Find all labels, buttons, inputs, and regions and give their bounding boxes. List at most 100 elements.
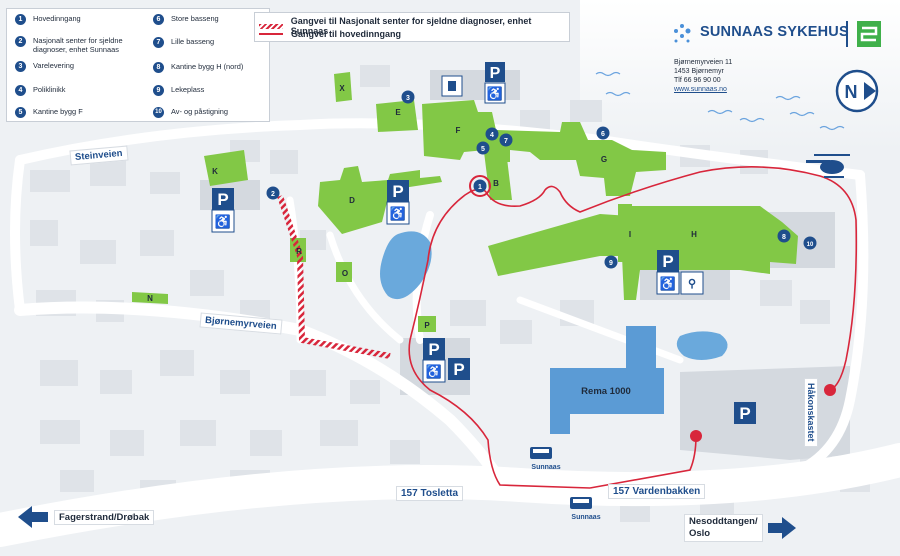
- legend-label-1: Hovedinngang: [33, 14, 81, 23]
- direction-east-label: Nesoddtangen/ Oslo: [684, 514, 763, 542]
- hospital-buildings: [132, 72, 798, 332]
- svg-text:P: P: [428, 340, 439, 359]
- svg-text:♿: ♿: [215, 214, 231, 229]
- legend-num-2: 2: [15, 36, 26, 47]
- address-postal: 1453 Bjørnemyr: [674, 68, 724, 75]
- route-legend: Gangvei til Nasjonalt senter for sjeldne…: [254, 12, 570, 42]
- svg-text:♿: ♿: [487, 86, 503, 101]
- legend-num-6: 6: [153, 14, 164, 25]
- logo-dots-icon: [674, 24, 691, 43]
- arrow-west-icon: [18, 506, 48, 528]
- direction-east-line1: Nesoddtangen/: [689, 516, 758, 527]
- marker-6: 6: [601, 131, 605, 138]
- building-N: N: [147, 294, 153, 303]
- marker-3: 3: [406, 95, 410, 102]
- legend-num-1: 1: [15, 14, 26, 25]
- logo-mark-icon: [846, 21, 881, 47]
- building-X: X: [339, 84, 345, 93]
- building-H: H: [691, 230, 697, 239]
- legend-num-3: 3: [15, 61, 26, 72]
- building-P: P: [424, 321, 430, 330]
- legend-num-7: 7: [153, 37, 164, 48]
- route-legend-hatched: Gangvei til Nasjonalt senter for sjeldne…: [259, 16, 569, 36]
- route-legend-solid: Gangvei til hovedinngang: [259, 29, 401, 39]
- rema-label: Rema 1000: [581, 386, 631, 397]
- svg-text:♿: ♿: [660, 276, 676, 291]
- location-marker-labels: 1 2 3 4 5 6 7 8 9 10: [271, 95, 814, 267]
- decorative-waves: [595, 71, 845, 131]
- surrounding-houses: [30, 65, 870, 522]
- building-letters: X E F G K D B I H R O N P Rema 1000: [147, 84, 697, 397]
- marker-8: 8: [782, 234, 786, 241]
- svg-text:♿: ♿: [426, 364, 442, 379]
- legend-label-7: Lille basseng: [171, 37, 215, 46]
- website-link[interactable]: www.sunnaas.no: [674, 86, 727, 93]
- legend-item-6: 6 Store basseng: [153, 14, 263, 25]
- legend-item-7: 7 Lille basseng: [153, 37, 263, 48]
- road-label-hakonskastet: Håkonskastet: [804, 378, 818, 447]
- arrow-east-icon: [768, 517, 796, 539]
- marker-10: 10: [807, 242, 814, 248]
- helicopter-icon: [806, 154, 850, 178]
- bus-stops: Sunnaas Sunnaas: [530, 447, 601, 521]
- marker-7: 7: [504, 138, 508, 145]
- legend-item-1: 1 Hovedinngang: [15, 14, 125, 25]
- hatched-route-label: Gangvei til Nasjonalt senter for sjeldne…: [290, 16, 532, 36]
- address-phone: Tlf 66 96 90 00: [674, 77, 721, 84]
- route-endpoint-east: [824, 384, 836, 396]
- building-F: F: [456, 126, 461, 135]
- compass-icon: N: [835, 69, 879, 113]
- svg-text:P: P: [453, 360, 464, 379]
- marker-1: 1: [478, 184, 482, 191]
- parking-label: P: [490, 65, 501, 82]
- hatched-swatch: [259, 23, 283, 29]
- legend-item-8: 8 Kantine bygg H (nord): [153, 62, 263, 73]
- route-to-rare-diagnoses: [277, 195, 391, 359]
- legend-num-5: 5: [15, 107, 26, 118]
- legend-label-2: Nasjonalt senter for sjeldne diagnoser, …: [33, 36, 123, 54]
- legend-item-2: 2 Nasjonalt senter for sjeldne diagnoser,…: [15, 36, 125, 54]
- solid-route-label: Gangvei til hovedinngang: [291, 29, 402, 39]
- marker-4: 4: [490, 132, 494, 139]
- svg-text:⚲: ⚲: [688, 278, 696, 290]
- direction-east-line2: Oslo: [689, 528, 711, 539]
- building-B: B: [493, 179, 499, 188]
- legend-num-9: 9: [153, 85, 164, 96]
- logo-text: SUNNAAS SYKEHUS: [700, 24, 849, 40]
- marker-5: 5: [481, 146, 485, 153]
- location-markers[interactable]: [266, 90, 817, 269]
- route-endpoint-parking: [690, 430, 702, 442]
- svg-text:P: P: [662, 252, 673, 271]
- building-D: D: [349, 196, 355, 205]
- bus-stop-south-label: Sunnaas: [571, 514, 600, 521]
- road-label-tosletta: 157 Tosletta: [396, 486, 464, 501]
- building-G: G: [601, 155, 607, 164]
- parking-signs: P ♿ P ♿ P ♿ P ♿ ⚲ P ♿ P P: [211, 62, 756, 424]
- direction-west-label: Fagerstrand/Drøbak: [54, 510, 155, 525]
- address-block: Bjørnemyrveien 11 1453 Bjørnemyr Tlf 66 …: [674, 58, 732, 94]
- legend-label-6: Store basseng: [171, 14, 219, 23]
- legend-num-4: 4: [15, 85, 26, 96]
- legend-label-9: Lekeplass: [171, 85, 205, 94]
- svg-text:P: P: [739, 404, 750, 423]
- svg-text:P: P: [392, 182, 403, 201]
- building-O: O: [342, 269, 348, 278]
- sunnaas-logo: SUNNAAS SYKEHUS: [696, 24, 849, 40]
- legend-item-9: 9 Lekeplass: [153, 85, 263, 96]
- legend-label-8: Kantine bygg H (nord): [171, 62, 244, 71]
- legend-panel: 1 Hovedinngang 2 Nasjonalt senter for sjel…: [6, 8, 270, 122]
- svg-text:♿: ♿: [390, 206, 406, 221]
- bus-stop-north-label: Sunnaas: [531, 464, 560, 471]
- pond-large: [380, 231, 432, 300]
- solid-swatch: [259, 33, 283, 35]
- svg-text:P: P: [217, 190, 228, 209]
- legend-label-10: Av- og påstigning: [171, 107, 228, 116]
- address-street: Bjørnemyrveien 11: [674, 59, 733, 66]
- building-R: R: [296, 247, 302, 256]
- legend-num-8: 8: [153, 62, 164, 73]
